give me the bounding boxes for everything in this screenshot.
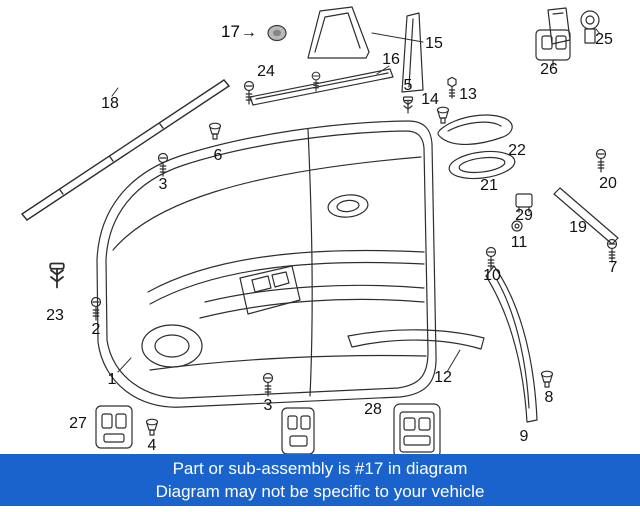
part-label-12: 12 [434,369,452,386]
info-banner: Part or sub-assembly is #17 in diagram D… [0,454,640,506]
part-label-13: 13 [459,86,477,103]
handle-bezel-21 [448,150,516,180]
part-17-label: 17 [221,22,240,41]
banner-line1: Part or sub-assembly is #17 in diagram [172,459,468,478]
part-label-29: 29 [515,207,533,224]
door-trim-panel [96,120,437,408]
armrest-pad-12 [347,329,485,373]
part-label-24: 24 [257,63,275,80]
part-17-callout: 17 → [221,22,257,42]
part-label-1: 1 [107,371,117,388]
part-label-27: 27 [69,415,87,432]
part-label-4: 4 [147,437,157,454]
window-switch-27 [95,405,133,449]
part-label-3: 3 [158,176,168,193]
part-label-3: 3 [263,397,273,414]
part-label-20: 20 [599,175,617,192]
side-bracket-9 [485,265,538,423]
part-label-19: 19 [569,219,587,236]
part-label-18: 18 [101,95,119,112]
sail-applique-15 [307,6,424,59]
part-label-9: 9 [519,428,529,445]
part-label-10: 10 [483,267,501,284]
part-label-7: 7 [608,259,618,276]
part-label-2: 2 [91,321,101,338]
part-label-6: 6 [213,147,223,164]
part-label-14: 14 [421,91,439,108]
belt-weatherstrip-18 [21,79,230,221]
part-label-25: 25 [595,31,613,48]
trim-strip-16 [249,65,394,106]
banner-line2: Diagram may not be specific to your vehi… [155,482,485,501]
part-label-11: 11 [510,234,528,251]
part-label-26: 26 [540,61,558,78]
part-label-23: 23 [46,307,64,324]
part-label-16: 16 [382,51,400,68]
door-pull-handle-22 [437,114,513,146]
lock-knob-25 [547,7,601,45]
part-label-28: 28 [364,401,382,418]
part-label-5: 5 [403,77,413,94]
part-label-8: 8 [544,389,554,406]
part-label-15: 15 [425,35,443,52]
clip-icon [49,96,533,289]
pillar-trim-strip [401,12,424,93]
parts-diagram [21,6,619,455]
bracket-bar-19 [553,187,619,245]
highlighted-grommet-part-17 [267,24,287,42]
part-label-22: 22 [508,142,526,159]
arrow-right-icon: → [240,23,257,41]
part-label-21: 21 [480,177,498,194]
leader-line-1 [117,357,132,373]
